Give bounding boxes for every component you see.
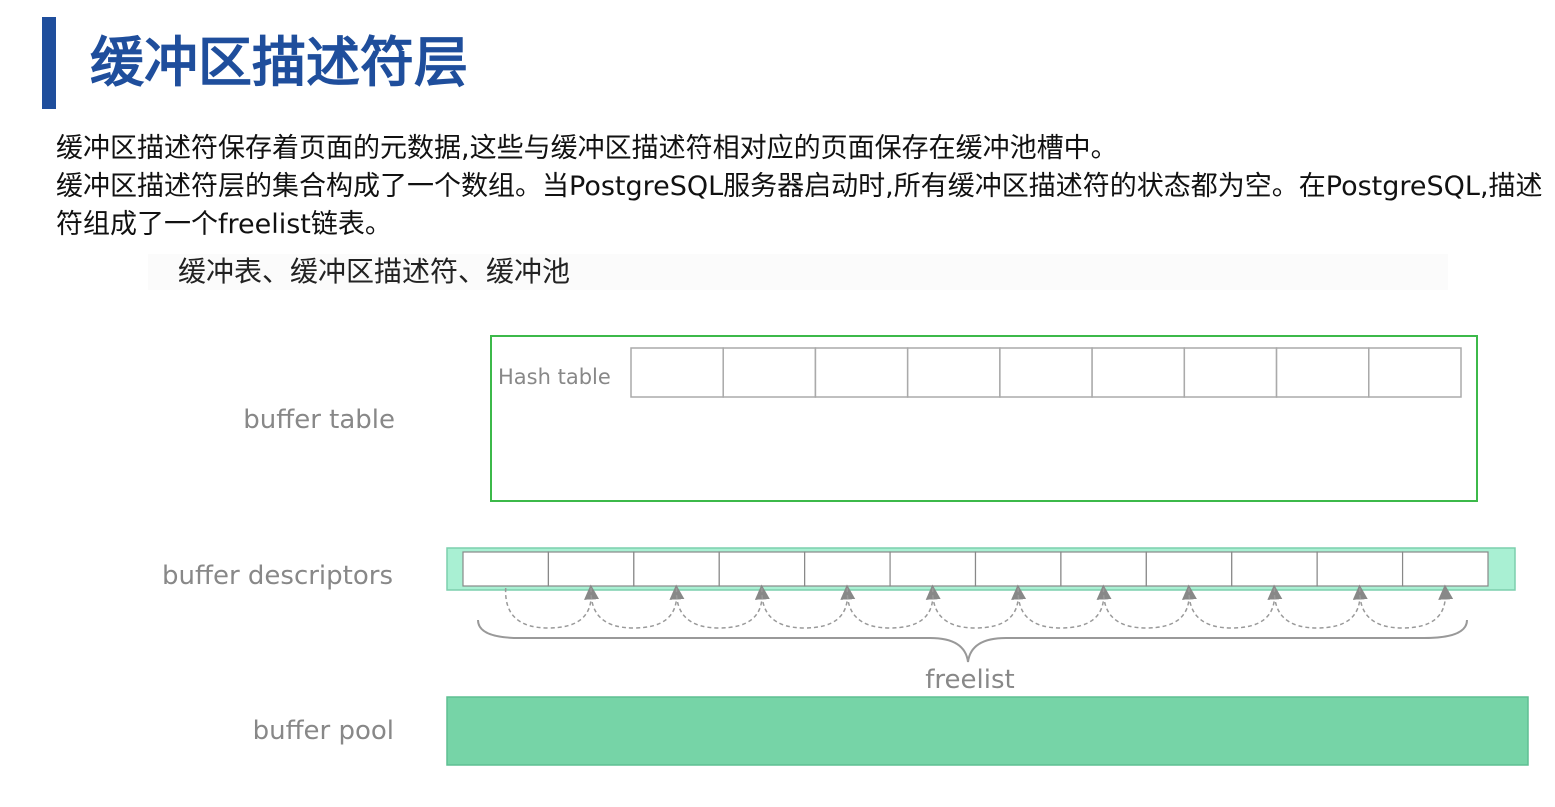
- buffer-pool-label: buffer pool: [253, 716, 394, 746]
- descriptor-slot: [1401, 551, 1489, 587]
- descriptor-slot: [1060, 551, 1147, 587]
- descriptor-slot: [804, 551, 891, 587]
- descriptor-slot: [462, 551, 550, 587]
- hash-slot: [906, 347, 1001, 398]
- descriptor-slots: [462, 551, 1489, 587]
- freelist-arrow: [932, 584, 1027, 629]
- paragraph-2: 缓冲区描述符层的集合构成了一个数组。当PostgreSQL服务器启动时,所有缓冲…: [56, 171, 1543, 240]
- buffer-table-label: buffer table: [243, 405, 395, 435]
- hash-slot: [1368, 347, 1462, 398]
- freelist-arrow: [761, 584, 856, 629]
- descriptor-slot: [547, 551, 635, 587]
- hash-slot: [722, 347, 817, 398]
- freelist-arrow: [1188, 584, 1283, 629]
- paragraph-1: 缓冲区描述符保存着页面的元数据,这些与缓冲区描述符相对应的页面保存在缓冲池槽中。: [56, 133, 1118, 164]
- freelist-arcs: [504, 584, 1454, 629]
- buffer-table-box: [490, 335, 1478, 502]
- title-accent-bar: [42, 17, 56, 109]
- hash-slot: [1091, 347, 1186, 398]
- buffer-pool-box: [446, 696, 1529, 766]
- freelist-arrow: [1359, 584, 1454, 629]
- freelist-arrow: [1102, 584, 1197, 629]
- descriptor-slot: [718, 551, 806, 587]
- diagram-caption: 缓冲表、缓冲区描述符、缓冲池: [178, 255, 571, 288]
- freelist-arrow: [675, 584, 770, 629]
- descriptor-slot: [1231, 551, 1318, 587]
- descriptor-slot: [889, 551, 977, 587]
- hash-slot: [630, 347, 724, 398]
- hash-slot: [814, 347, 909, 398]
- body-text: 缓冲区描述符保存着页面的元数据,这些与缓冲区描述符相对应的页面保存在缓冲池槽中。…: [56, 130, 1546, 244]
- freelist-arrow: [590, 584, 685, 629]
- descriptor-slot: [1316, 551, 1404, 587]
- freelist-arrow: [504, 584, 600, 629]
- page-title: 缓冲区描述符层: [90, 31, 468, 94]
- freelist-arrow: [1273, 584, 1368, 629]
- hash-slot: [1275, 347, 1370, 398]
- hash-slot: [999, 347, 1093, 398]
- descriptor-slot: [633, 551, 720, 587]
- descriptor-slot: [1145, 551, 1233, 587]
- buffer-descriptors-label: buffer descriptors: [162, 561, 393, 591]
- freelist-label: freelist: [925, 665, 1014, 695]
- freelist-arrow: [1017, 584, 1112, 629]
- freelist-brace: [477, 619, 1468, 663]
- freelist-arrow: [846, 584, 941, 629]
- hash-slot: [1183, 347, 1278, 398]
- descriptor-slot: [974, 551, 1062, 587]
- hash-slots: [630, 347, 1462, 398]
- hash-table-label: Hash table: [498, 365, 611, 389]
- diagram-caption-box: 缓冲表、缓冲区描述符、缓冲池: [148, 254, 1448, 290]
